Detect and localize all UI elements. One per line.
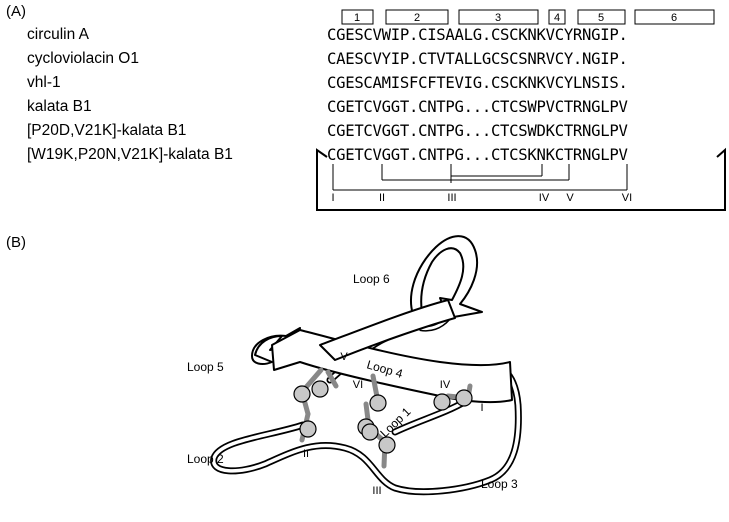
peptide-name-vhl-1: vhl-1 [27, 74, 61, 91]
peptide-name-kalata-b1: kalata B1 [27, 98, 92, 115]
cys-label-b-6: VI [353, 379, 363, 391]
sequence-kalata-b1: CGETCVGGT.CNTPG...CTCSWPVCTRNGLPV [327, 98, 628, 116]
loop-box-6 [634, 9, 715, 25]
sequence-vhl-1: CGESCAMISFCFTEVIG.CSCKNKVCYLNSIS. [327, 74, 628, 92]
peptide-name-cycloviolacin-o1: cycloviolacin O1 [27, 50, 139, 67]
cys-label-a-1: I [331, 192, 334, 204]
loop-box-2 [385, 9, 449, 25]
cys-label-a-6: VI [622, 192, 632, 204]
loop-5-label: Loop 5 [187, 360, 224, 374]
peptide-name-circulin-a: circulin A [27, 26, 90, 43]
cysteine-roman-labels-b: I II III IV V VI [303, 351, 484, 497]
cysteine-roman-labels-a: I II III IV V VI [331, 192, 632, 204]
loop-number-5: 5 [598, 12, 604, 24]
sequence-p20d-v21k-kalata-b1: CGETCVGGT.CNTPG...CTCSWDKCTRNGLPV [327, 122, 628, 140]
loop-number-1: 1 [354, 12, 360, 24]
cys-label-a-3: III [447, 192, 456, 204]
sulfur-atoms [293, 380, 473, 454]
sequence-w19k-p20n-v21k-kalata-b1: CGETCVGGT.CNTPG...CTCSKNKCTRNGLPV [327, 146, 628, 164]
cys-label-a-4: IV [539, 192, 550, 204]
loop-number-4: 4 [554, 12, 560, 24]
loop-box-3 [458, 9, 539, 25]
loop-6-label: Loop 6 [353, 272, 390, 286]
cyclic-backbone-bracket [316, 147, 726, 211]
loop-number-boxes [341, 9, 715, 25]
loop-box-5 [577, 9, 626, 25]
loop-4-upper-strand [319, 299, 456, 361]
loop-number-3: 3 [495, 12, 501, 24]
loop-2-label: Loop 2 [187, 452, 224, 466]
cys-label-a-5: V [566, 192, 574, 204]
loop-box-1 [341, 9, 374, 25]
loop-3-label: Loop 3 [481, 477, 518, 491]
disulfide-connectivity [332, 164, 628, 191]
cys-label-b-5: V [340, 351, 348, 363]
loop-box-4 [548, 9, 566, 25]
cys-label-b-4: IV [440, 379, 451, 391]
cys-label-a-2: II [379, 192, 385, 204]
loop-numbers: 1 2 3 4 5 6 [354, 12, 677, 24]
loop-number-6: 6 [671, 12, 677, 24]
peptide-name-w19k-p20n-v21k-kalata-b1: [W19K,P20N,V21K]-kalata B1 [27, 146, 233, 163]
loop-number-2: 2 [414, 12, 420, 24]
cys-label-b-3: III [372, 485, 381, 497]
sequence-circulin-a: CGESCVWIP.CISAALG.CSCKNKVCYRNGIP. [327, 26, 628, 44]
sequence-cycloviolacin-o1: CAESCVYIP.CTVTALLGCSCSNRVCY.NGIP. [327, 50, 628, 68]
panel-a-label: (A) [6, 3, 26, 20]
cys-label-b-1: I [480, 402, 483, 414]
peptide-name-p20d-v21k-kalata-b1: [P20D,V21K]-kalata B1 [27, 122, 187, 139]
panel-b-label: (B) [6, 234, 26, 251]
cys-label-b-2: II [303, 448, 309, 460]
loop-6-ribbon [410, 235, 483, 326]
